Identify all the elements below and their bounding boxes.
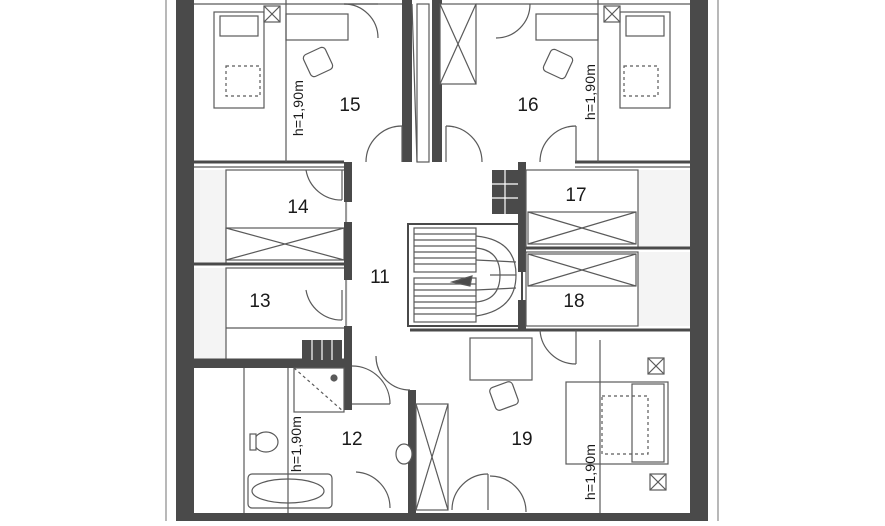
room-number-12: 12 (341, 429, 363, 450)
bed-room-16 (495, 3, 671, 109)
bathroom-12 (243, 367, 391, 513)
room-17 (525, 169, 690, 250)
room-number-14: 14 (287, 197, 309, 218)
height-label-16: h=1,90m (582, 63, 598, 121)
room-number-18: 18 (563, 291, 585, 312)
bed-room-15 (213, 3, 379, 109)
staircase (407, 223, 523, 327)
room-18 (410, 251, 690, 365)
slope-lines (285, 0, 601, 513)
doors-upper (365, 125, 577, 163)
room-number-17: 17 (565, 185, 587, 206)
height-label-15: h=1,90m (290, 79, 306, 137)
top-partitions (194, 0, 690, 168)
height-label-12: h=1,90m (288, 415, 304, 473)
room-number-13: 13 (249, 291, 271, 312)
height-label-19: h=1,90m (582, 443, 598, 501)
room-number-15: 15 (339, 95, 361, 116)
wardrobe-19 (395, 403, 527, 513)
outer-walls (165, 0, 719, 521)
room-number-19: 19 (511, 429, 533, 450)
bedroom-19 (469, 337, 669, 491)
room-number-16: 16 (517, 95, 539, 116)
room-number-11: 11 (370, 267, 390, 288)
room-14 (194, 169, 348, 266)
